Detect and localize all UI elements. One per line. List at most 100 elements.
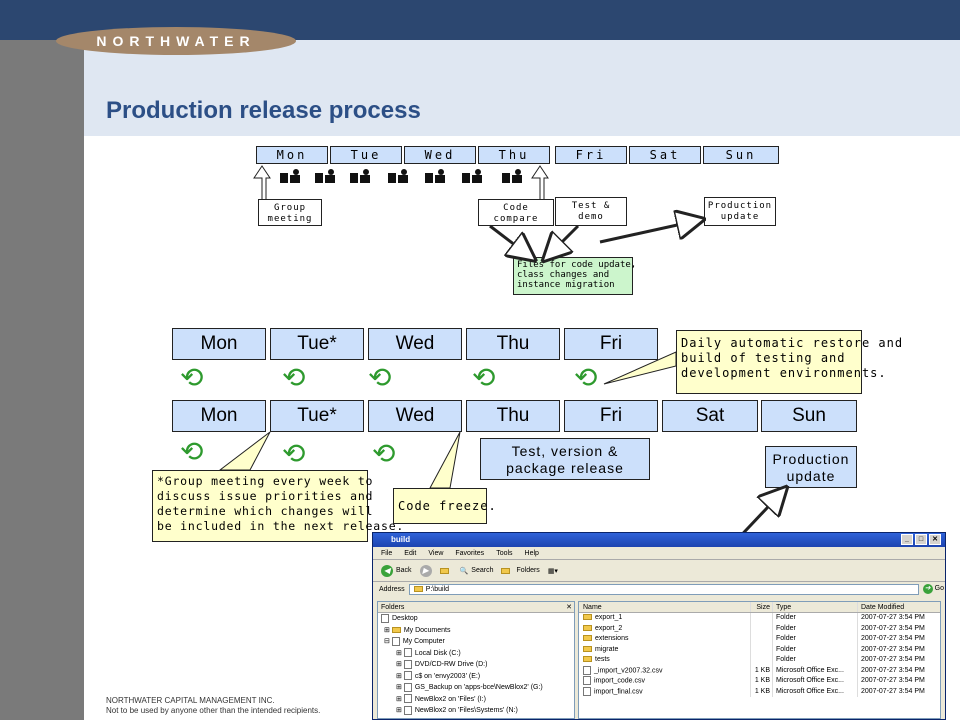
maximize-button[interactable]: □ [915, 534, 927, 545]
menu-help[interactable]: Help [524, 550, 539, 557]
network-drive-icon [403, 682, 412, 692]
file-type: Microsoft Office Exc... [773, 676, 858, 687]
left-margin-bar [0, 40, 84, 720]
callout-pointer-daily [603, 351, 677, 385]
tree-item[interactable]: ⊞ c$ on 'envy2003' (E:) [396, 671, 481, 681]
excel-file-icon [583, 676, 591, 685]
group-meeting-box: Group meeting [258, 199, 322, 226]
bot-day-mon: Mon [172, 400, 266, 432]
bot-day-sun: Sun [761, 400, 857, 432]
title-band [84, 40, 960, 136]
arrow-to-production [599, 220, 700, 244]
tree-item[interactable]: ⊞ GS_Backup on 'apps-bce\NewBlox2' (G:) [396, 682, 543, 692]
file-type: Folder [773, 655, 858, 666]
sync-icon: ⟲ [282, 438, 306, 469]
minimize-button[interactable]: _ [901, 534, 913, 545]
daily-restore-callout [676, 330, 862, 394]
tree-item[interactable]: ⊞ My Documents [384, 626, 451, 634]
col-size[interactable]: Size [751, 602, 773, 612]
folders-header: Folders✕ [378, 602, 574, 613]
folders-button[interactable]: Folders [501, 567, 540, 574]
back-button[interactable]: ◀Back [381, 564, 412, 577]
top-day-sun: Sun [703, 146, 779, 164]
up-arrow-right [531, 165, 549, 199]
tree-item[interactable]: ⊞ NewBlox2 on 'Files' (I:) [396, 694, 486, 704]
top-day-thu: Thu [478, 146, 550, 164]
file-name: migrate [595, 645, 619, 653]
search-button[interactable]: 🔍Search [459, 567, 494, 575]
forward-button[interactable]: ▶ [419, 564, 432, 577]
tree-item[interactable]: ⊟ My Computer [384, 636, 445, 646]
network-drive-icon [403, 671, 412, 681]
file-size [751, 613, 773, 624]
mid-day-tue: Tue* [270, 328, 364, 360]
sync-icon: ⟲ [372, 438, 396, 469]
col-type[interactable]: Type [773, 602, 858, 612]
toolbar: ◀Back ▶ 🔍Search Folders ▦▾ [373, 560, 945, 582]
search-icon: 🔍 [459, 567, 469, 575]
address-input[interactable]: P:\build [408, 583, 919, 595]
code-compare-box: Code compare [478, 199, 554, 226]
tree-item[interactable]: ⊞ Local Disk (C:) [396, 648, 461, 658]
sync-icon: ⟲ [282, 362, 306, 393]
file-size [751, 644, 773, 655]
file-name: import_code.csv [594, 677, 645, 685]
file-type: Microsoft Office Exc... [773, 665, 858, 676]
sync-icon: ⟲ [180, 362, 204, 393]
sync-icon: ⟲ [574, 362, 598, 393]
arrow-to-files-2 [546, 224, 580, 258]
go-button[interactable]: ➔ Go [922, 584, 944, 594]
menu-favorites[interactable]: Favorites [455, 550, 485, 557]
menu-bar: File Edit View Favorites Tools Help [373, 547, 945, 560]
file-size: 1 KB [751, 676, 773, 687]
file-date: 2007-07-27 3:54 PM [861, 624, 925, 632]
folder-icon [583, 624, 592, 631]
tree-item[interactable]: ⊞ NewBlox2 on 'Files\Systems' (N:) [396, 705, 518, 715]
sync-icon: ⟲ [368, 362, 392, 393]
file-size [751, 634, 773, 645]
excel-file-icon [583, 686, 591, 696]
menu-file[interactable]: File [381, 550, 393, 557]
network-drive-icon [403, 705, 412, 715]
file-date: 2007-07-27 3:54 PM [861, 687, 925, 695]
tree-item[interactable]: ⊞ DVD/CD-RW Drive (D:) [396, 659, 488, 669]
production-update-box: Production update [765, 446, 857, 488]
close-pane-icon[interactable]: ✕ [566, 604, 572, 611]
col-name[interactable]: Name [579, 602, 751, 612]
file-name: export_2 [595, 624, 623, 632]
tree-item[interactable]: Desktop [378, 613, 574, 625]
close-button[interactable]: ✕ [929, 534, 941, 545]
up-arrow-left [253, 165, 271, 199]
file-size [751, 655, 773, 666]
code-freeze-text: Code freeze. [398, 499, 497, 513]
menu-edit[interactable]: Edit [404, 550, 417, 557]
address-label: Address [379, 585, 405, 593]
views-button[interactable]: ▦▾ [547, 567, 558, 575]
menu-tools[interactable]: Tools [496, 550, 513, 557]
explorer-window: build _ □ ✕ File Edit View Favorites Too… [372, 532, 946, 720]
menu-view[interactable]: View [428, 550, 444, 557]
bot-day-wed: Wed [368, 400, 462, 432]
up-folder-button[interactable] [439, 567, 452, 574]
mid-day-thu: Thu [466, 328, 560, 360]
folder-icon [583, 656, 592, 663]
forward-arrow-icon: ▶ [419, 564, 432, 577]
bot-day-sat: Sat [662, 400, 758, 432]
sync-icon: ⟲ [180, 436, 204, 467]
page-title: Production release process [106, 97, 421, 124]
top-day-tue: Tue [330, 146, 402, 164]
folder-icon [583, 645, 592, 652]
sync-icon: ⟲ [472, 362, 496, 393]
col-date[interactable]: Date Modified [861, 604, 905, 611]
file-date: 2007-07-27 3:54 PM [861, 614, 925, 621]
arrow-to-files [489, 224, 532, 258]
